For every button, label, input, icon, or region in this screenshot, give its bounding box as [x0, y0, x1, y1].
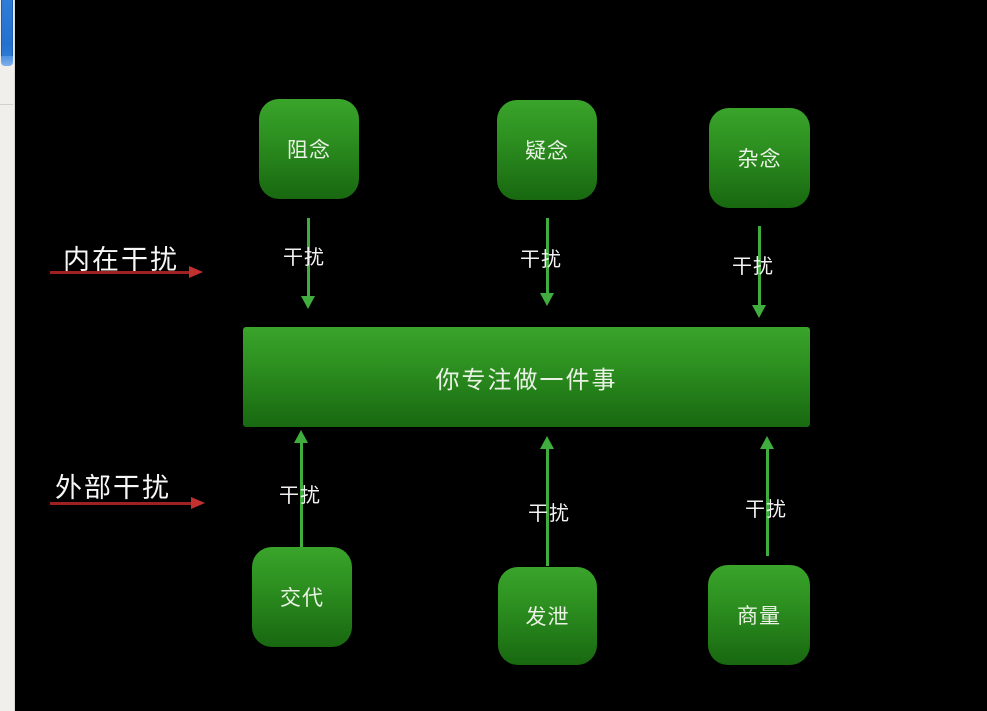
- scrollbar-thumb-tip[interactable]: [1, 56, 13, 66]
- scrollbar-thumb[interactable]: [1, 0, 13, 56]
- node-top-1-label: 阻念: [287, 138, 331, 162]
- node-bottom-2-label: 发泄: [525, 605, 570, 629]
- arrow-up-2-line: [546, 448, 549, 566]
- edge-label-top-2: 干扰: [520, 247, 562, 271]
- arrow-up-1-line: [300, 442, 303, 547]
- node-top-3-label: 杂念: [737, 147, 782, 171]
- arrow-up-3-line: [766, 448, 769, 556]
- node-bottom-1: 交代: [252, 547, 352, 647]
- node-center-label: 你专注做一件事: [435, 365, 618, 394]
- node-top-2: 疑念: [497, 100, 597, 200]
- section-label-internal: 内在干扰: [63, 245, 179, 276]
- edge-label-top-1: 干扰: [283, 245, 325, 269]
- red-arrow-internal-line: [50, 271, 191, 274]
- node-bottom-3-label: 商量: [737, 604, 781, 628]
- red-arrow-external-line: [50, 502, 192, 505]
- arrow-down-2-line: [546, 218, 549, 294]
- node-bottom-1-label: 交代: [280, 586, 324, 610]
- edge-label-bottom-1: 干扰: [279, 483, 321, 507]
- node-top-1: 阻念: [259, 99, 359, 199]
- arrow-up-1-head-icon: [294, 430, 308, 443]
- node-top-3: 杂念: [709, 108, 810, 208]
- arrow-up-3-head-icon: [760, 436, 774, 449]
- arrow-down-3-line: [758, 226, 761, 306]
- node-top-2-label: 疑念: [525, 139, 569, 163]
- left-window-edge-scrollbar-track: [0, 0, 15, 711]
- node-bottom-2: 发泄: [498, 567, 597, 665]
- scrollbar-track-divider: [0, 104, 13, 105]
- node-center-focus: 你专注做一件事: [243, 327, 810, 427]
- arrow-down-2-head-icon: [540, 293, 554, 306]
- section-label-external: 外部干扰: [55, 473, 171, 504]
- edge-label-bottom-2: 干扰: [528, 501, 570, 525]
- arrow-up-2-head-icon: [540, 436, 554, 449]
- red-arrow-external-head-icon: [191, 497, 205, 509]
- edge-label-bottom-3: 干扰: [745, 497, 787, 521]
- node-bottom-3: 商量: [708, 565, 810, 665]
- arrow-down-1-head-icon: [301, 296, 315, 309]
- arrow-down-3-head-icon: [752, 305, 766, 318]
- red-arrow-internal-head-icon: [189, 266, 203, 278]
- edge-label-top-3: 干扰: [732, 254, 774, 278]
- arrow-down-1-line: [307, 218, 310, 297]
